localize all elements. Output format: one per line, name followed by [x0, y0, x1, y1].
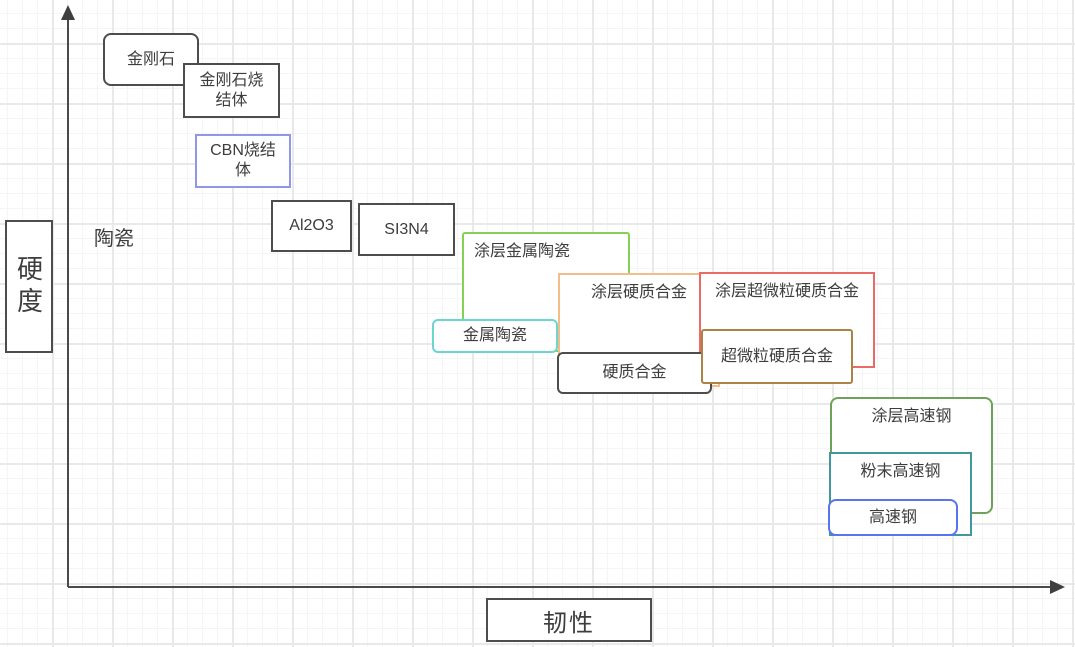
x-axis-label-box[interactable]: 韧性: [486, 598, 652, 642]
node-label-diamond: 金刚石: [126, 50, 175, 68]
ceramics-group-label-text: 陶瓷: [94, 228, 134, 250]
y-axis-label: 硬度: [13, 254, 44, 319]
node-label-powder-hss: 粉末高速钢: [860, 463, 941, 480]
node-si3n4[interactable]: SI3N4: [358, 203, 455, 256]
node-hss[interactable]: 高速钢: [828, 499, 958, 536]
y-axis-label-box[interactable]: 硬度: [5, 220, 53, 353]
y-axis-line[interactable]: [67, 16, 69, 587]
node-label-ultrafine-carbide: 超微粒硬质合金: [720, 347, 833, 365]
ceramics-group-label[interactable]: 陶瓷: [94, 222, 134, 251]
node-label-al2o3: Al2O3: [289, 217, 334, 234]
node-diamond-sintered[interactable]: 金刚石烧结体: [183, 63, 280, 118]
node-diamond[interactable]: 金刚石: [103, 33, 199, 86]
node-label-cermet: 金属陶瓷: [462, 327, 527, 344]
node-al2o3[interactable]: Al2O3: [271, 200, 352, 252]
y-axis-arrow-icon: [61, 5, 75, 20]
x-axis-arrow-icon: [1050, 580, 1065, 594]
node-label-coated-cermet: 涂层金属陶瓷: [474, 243, 571, 260]
node-label-coated-carbide: 涂层硬质合金: [590, 284, 687, 301]
node-cbn-sintered[interactable]: CBN烧结体: [195, 134, 291, 188]
node-label-cbn-sintered: CBN烧结体: [210, 142, 276, 179]
node-label-hss: 高速钢: [868, 508, 917, 526]
node-carbide[interactable]: 硬质合金: [557, 352, 712, 394]
x-axis-label: 韧性: [543, 609, 595, 637]
x-axis-line[interactable]: [68, 586, 1053, 588]
node-label-coated-hss: 涂层高速钢: [871, 408, 952, 425]
node-ultrafine-carbide[interactable]: 超微粒硬质合金: [701, 329, 853, 384]
node-label-si3n4: SI3N4: [384, 220, 429, 238]
node-label-diamond-sintered: 金刚石烧结体: [199, 71, 264, 109]
node-label-carbide: 硬质合金: [602, 364, 667, 381]
node-cermet[interactable]: 金属陶瓷: [432, 319, 558, 353]
node-label-coated-ultrafine-carbide: 涂层超微粒硬质合金: [714, 283, 859, 300]
